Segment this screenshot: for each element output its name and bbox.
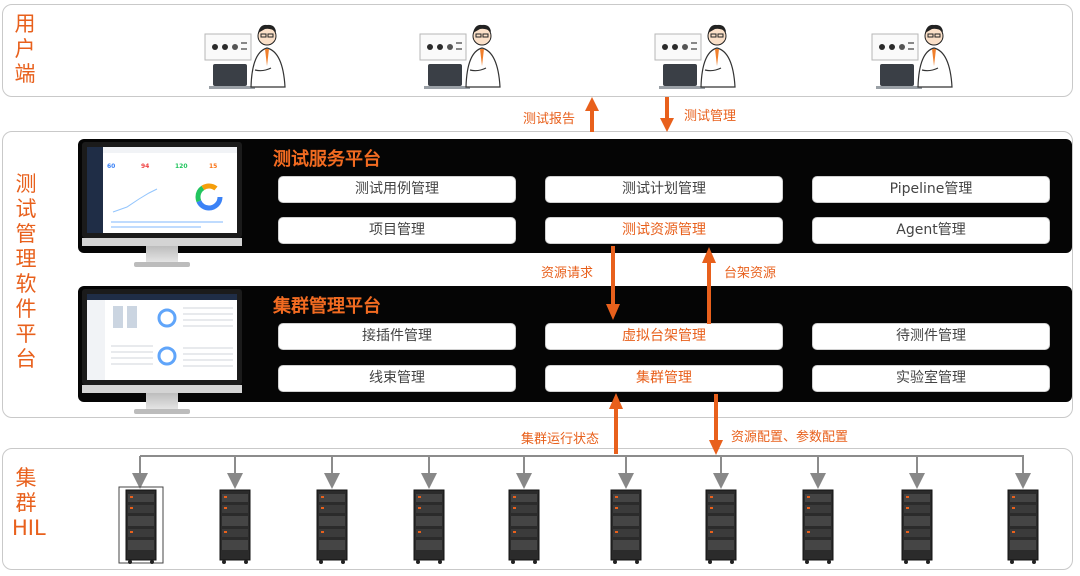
module-agent[interactable]: Agent管理 xyxy=(812,217,1050,244)
module-cluster[interactable]: 集群管理 xyxy=(545,365,783,392)
module-virtual-rack[interactable]: 虚拟台架管理 xyxy=(545,323,783,350)
arrow-resource-request xyxy=(611,246,615,304)
module-test-plan[interactable]: 测试计划管理 xyxy=(545,176,783,203)
arrow-resource-config xyxy=(714,394,718,440)
module-test-resource[interactable]: 测试资源管理 xyxy=(545,217,783,244)
dashboard-stat-row: 60 94 120 15 xyxy=(107,159,235,175)
label-resource-config: 资源配置、参数配置 xyxy=(731,430,849,445)
dashboard-stat-4: 15 xyxy=(209,163,218,170)
module-dut[interactable]: 待测件管理 xyxy=(812,323,1050,350)
dashboard-stat-3: 120 xyxy=(175,163,188,170)
software-layer-label: 测试管理软件平台 xyxy=(15,172,37,371)
cluster-layer-label: 集群HIL xyxy=(12,466,46,540)
arrow-test-report xyxy=(590,110,594,132)
test-service-title: 测试服务平台 xyxy=(273,149,381,170)
dashboard-stat-1: 60 xyxy=(107,163,116,170)
module-harness[interactable]: 线束管理 xyxy=(278,365,516,392)
label-cluster-status: 集群运行状态 xyxy=(521,432,600,447)
module-project[interactable]: 项目管理 xyxy=(278,217,516,244)
module-lab[interactable]: 实验室管理 xyxy=(812,365,1050,392)
label-rack-resource: 台架资源 xyxy=(724,266,777,281)
dashboard-stat-2: 94 xyxy=(141,163,150,170)
module-pipeline[interactable]: Pipeline管理 xyxy=(812,176,1050,203)
label-test-management: 测试管理 xyxy=(684,109,737,124)
arrow-test-management xyxy=(665,97,669,119)
module-test-case[interactable]: 测试用例管理 xyxy=(278,176,516,203)
arrow-rack-resource xyxy=(707,262,711,324)
cluster-platform-title: 集群管理平台 xyxy=(273,296,381,317)
label-resource-request: 资源请求 xyxy=(541,266,594,281)
cluster-monitor xyxy=(82,289,242,417)
dashboard-monitor: 60 94 120 15 xyxy=(82,142,242,270)
arrow-cluster-status xyxy=(614,408,618,454)
module-connector[interactable]: 接插件管理 xyxy=(278,323,516,350)
user-layer-label: 用户端 xyxy=(14,12,36,86)
label-test-report: 测试报告 xyxy=(523,112,576,127)
